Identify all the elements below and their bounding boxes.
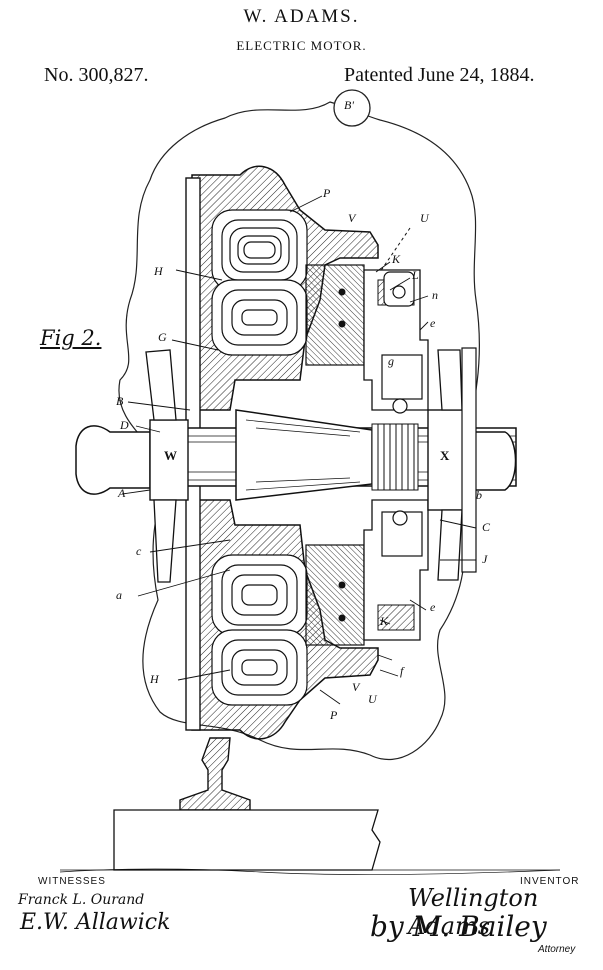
ref-letter: V xyxy=(352,680,360,694)
ref-letter: D xyxy=(120,418,129,432)
armature-lower xyxy=(305,544,365,646)
tapered-core xyxy=(235,409,373,501)
base-block xyxy=(113,809,381,871)
ref-letter: C xyxy=(482,520,491,534)
figure-label: Fig 2. xyxy=(40,326,102,350)
left-knob xyxy=(75,425,151,495)
rail xyxy=(179,737,251,811)
ref-letter: a xyxy=(116,588,122,602)
ref-letter: f xyxy=(400,664,404,678)
ref-letter: H xyxy=(154,264,163,278)
ref-letter: g xyxy=(388,354,394,368)
ref-letter: P xyxy=(330,708,338,722)
ref-letter: b xyxy=(476,488,482,502)
ref-letter: n xyxy=(432,288,438,302)
cloud-outline xyxy=(118,101,482,761)
inventor-label: INVENTOR xyxy=(520,876,580,887)
ref-letter: B' xyxy=(344,98,354,112)
ref-letter: e xyxy=(430,600,436,614)
attorney-signature: by M. Bailey xyxy=(370,910,547,943)
threaded-nut xyxy=(371,423,419,491)
ref-letter: J xyxy=(482,552,488,566)
ref-letter: G xyxy=(158,330,167,344)
patent-number: No. 300,827. xyxy=(44,64,149,86)
ref-letter: c xyxy=(136,544,142,558)
lower-coils xyxy=(211,554,308,706)
ref-letter: A xyxy=(118,486,126,500)
ref-letter: P xyxy=(323,186,331,200)
ring-upper xyxy=(381,354,423,400)
b-prime-circle xyxy=(333,89,371,127)
ref-letter: U xyxy=(420,211,429,225)
ref-letter: B xyxy=(116,394,124,408)
inventor-signature: Wellington Adams xyxy=(408,884,539,940)
ref-letter: K xyxy=(380,614,389,628)
left-pulley xyxy=(145,349,177,583)
ref-letter: K xyxy=(392,252,401,266)
attorney-label: Attorney xyxy=(538,944,576,955)
ref-letter: V xyxy=(348,211,356,225)
ref-letter: X xyxy=(440,448,450,463)
witness-signature-1: Franck L. Ourand xyxy=(18,892,145,908)
witnesses-label: WITNESSES xyxy=(38,876,106,887)
patent-title: ELECTRIC MOTOR. xyxy=(236,38,367,53)
ref-letter: H xyxy=(150,672,159,686)
patent-date: Patented June 24, 1884. xyxy=(344,64,535,86)
ref-letter: U xyxy=(368,692,377,706)
ref-letter: e xyxy=(430,316,436,330)
armature-upper xyxy=(305,264,365,366)
inventor-name: W. ADAMS. xyxy=(243,6,360,27)
ref-letter: L xyxy=(412,268,419,282)
witness-signature-2: E.W. Allawick xyxy=(20,910,171,935)
ref-letter: W xyxy=(164,448,177,463)
upper-coils xyxy=(211,209,308,356)
